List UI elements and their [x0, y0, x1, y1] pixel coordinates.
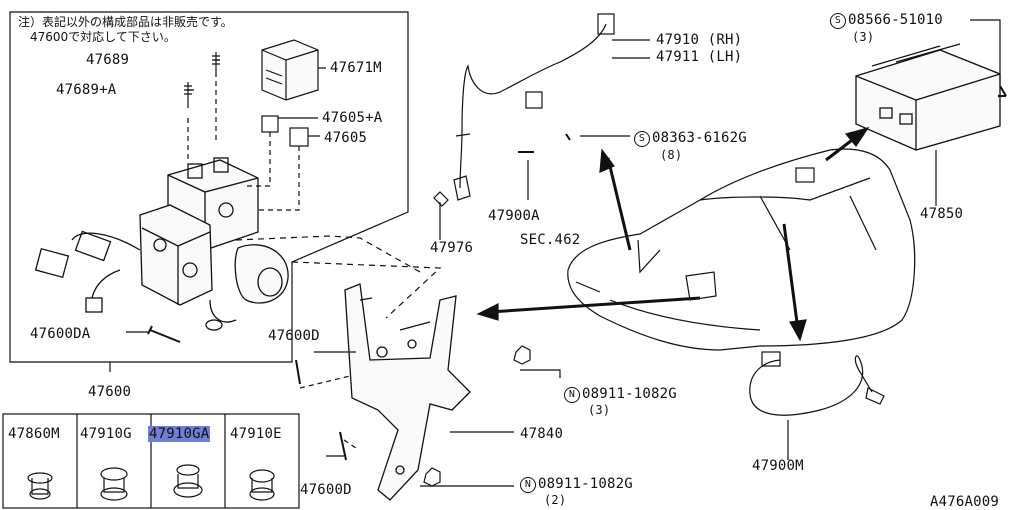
- label-47900a[interactable]: 47900A: [488, 208, 540, 224]
- label-47605a[interactable]: 47605+A: [322, 110, 383, 126]
- label-47910rh[interactable]: 47910 (RH): [656, 32, 743, 48]
- qty-08911-b: (2): [544, 493, 567, 507]
- n-symbol: N: [520, 477, 536, 493]
- module-47850: [855, 43, 1001, 151]
- label-47689[interactable]: 47689: [86, 52, 130, 68]
- note-line-1: 注）表記以外の構成部品は非販売です。: [18, 15, 233, 29]
- label-47671m[interactable]: 47671M: [330, 60, 382, 76]
- relay-47605: [289, 127, 309, 147]
- clip-label-47910e[interactable]: 47910E: [230, 426, 282, 442]
- part-number: 08363-6162G: [652, 130, 747, 146]
- part-number: 08566-51010: [848, 12, 943, 28]
- qty-08911-a: (3): [588, 403, 611, 417]
- label-47600d-bottom[interactable]: 47600D: [300, 482, 352, 498]
- diagram-code: A476A009: [930, 494, 1000, 510]
- label-47850[interactable]: 47850: [920, 206, 964, 222]
- label-47689a[interactable]: 47689+A: [56, 82, 117, 98]
- clip-label-47910ga[interactable]: 47910GA: [148, 426, 211, 442]
- part-number: 08911-1082G: [538, 476, 633, 492]
- highlighted-part: 47910GA: [148, 426, 211, 442]
- clip-label-47860m[interactable]: 47860M: [8, 426, 60, 442]
- relay-47671m: [261, 39, 319, 101]
- clip-label-47910g[interactable]: 47910G: [80, 426, 132, 442]
- label-47600[interactable]: 47600: [88, 384, 132, 400]
- abs-actuator: [34, 157, 289, 331]
- car-outline: [567, 148, 916, 351]
- part-number: 08911-1082G: [582, 386, 677, 402]
- label-47976[interactable]: 47976: [430, 240, 474, 256]
- sensor-47900m: [749, 351, 885, 416]
- note-line-2: 47600で対応して下さい。: [30, 30, 176, 44]
- relay-47605a: [261, 115, 279, 133]
- s-symbol: S: [830, 13, 846, 29]
- label-47900m[interactable]: 47900M: [752, 458, 804, 474]
- label-47600d-top[interactable]: 47600D: [268, 328, 320, 344]
- label-47605[interactable]: 47605: [324, 130, 368, 146]
- clip-drawings: [27, 464, 275, 501]
- qty-08363: (8): [660, 148, 683, 162]
- label-47911lh[interactable]: 47911 (LH): [656, 49, 743, 65]
- n-symbol: N: [564, 387, 580, 403]
- qty-08566: (3): [852, 30, 875, 44]
- wheel-sensor-harness: [453, 13, 615, 201]
- bracket-47840: [344, 283, 471, 501]
- label-sec-462[interactable]: SEC.462: [520, 232, 581, 248]
- s-symbol: S: [634, 131, 650, 147]
- label-47840[interactable]: 47840: [520, 426, 564, 442]
- label-47600da[interactable]: 47600DA: [30, 326, 91, 342]
